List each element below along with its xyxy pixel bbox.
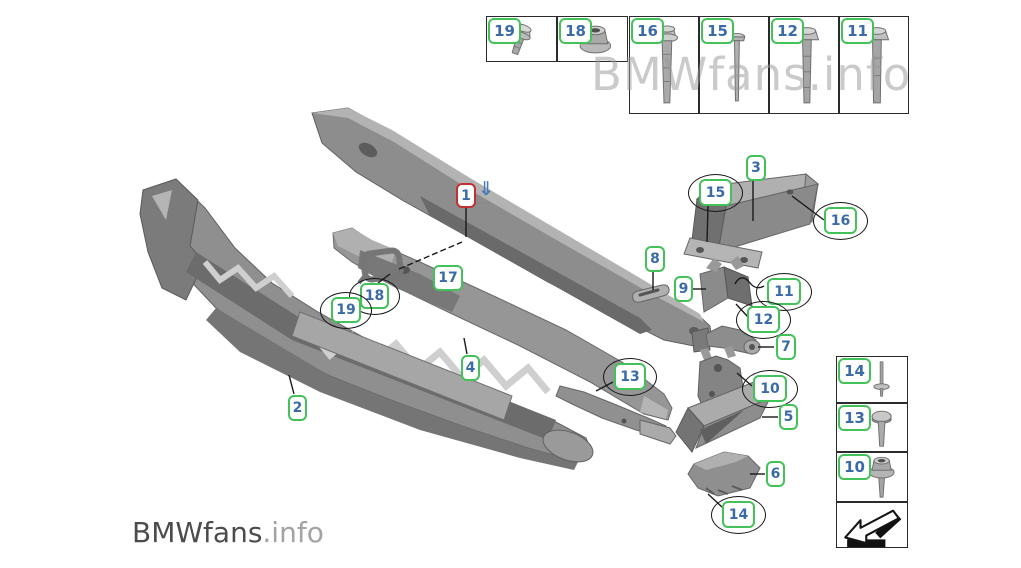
callout-5[interactable]: 5 [779, 404, 798, 430]
callout-15-strip-tag[interactable]: 15 [701, 18, 734, 44]
callout-1[interactable]: 1 [456, 183, 476, 208]
logo-main-text: BMWfans [132, 516, 263, 549]
callout-18-strip-tag[interactable]: 18 [559, 18, 592, 44]
callout-8[interactable]: 8 [645, 246, 665, 272]
callout-10[interactable]: 10 [742, 370, 798, 408]
long-bolt-icon [655, 25, 679, 104]
callout-12-strip-tag[interactable]: 12 [771, 18, 804, 44]
installation-direction-arrow-icon [844, 509, 902, 547]
callout-11[interactable]: 11 [756, 273, 812, 311]
part-8-pin [632, 284, 670, 303]
callout-7[interactable]: 7 [776, 334, 796, 360]
fastener-cell-19[interactable]: 19 [486, 16, 557, 62]
down-double-arrow-icon: ⇓ [478, 178, 494, 200]
callout-circle [603, 358, 657, 396]
fastener-cell-14[interactable]: 14 [836, 356, 908, 403]
callout-16-strip-tag[interactable]: 16 [631, 18, 664, 44]
callout-circle [742, 370, 798, 408]
callout-circle [688, 174, 743, 212]
site-logo[interactable]: BMWfans.info [132, 516, 324, 549]
direction-arrow-cell[interactable] [836, 502, 908, 548]
callout-19[interactable]: 19 [320, 292, 372, 329]
callout-12[interactable]: 12 [736, 301, 791, 339]
logo-suffix-text: .info [262, 516, 324, 549]
callout-6[interactable]: 6 [766, 461, 785, 487]
fastener-cell-11[interactable]: 11 [839, 16, 909, 114]
flange-nut-stud-icon [868, 456, 895, 498]
callout-10-strip-tag[interactable]: 10 [838, 454, 871, 480]
part-2-energy-absorber [139, 178, 594, 470]
callout-13-strip-tag[interactable]: 13 [838, 405, 871, 431]
fastener-cell-10[interactable]: 10 [836, 452, 908, 502]
stud-pin-icon [873, 361, 890, 397]
part-13-bracket [555, 385, 677, 445]
part-9-bracket [699, 256, 753, 313]
round-head-bolt-icon [871, 410, 892, 447]
callout-3[interactable]: 3 [746, 155, 766, 181]
callout-19-strip-tag[interactable]: 19 [488, 18, 521, 44]
callout-4[interactable]: 4 [461, 355, 480, 381]
callout-11-strip-tag[interactable]: 11 [841, 18, 874, 44]
callout-9[interactable]: 9 [674, 276, 693, 302]
callout-17[interactable]: 17 [433, 265, 463, 291]
fastener-cell-18[interactable]: 18 [557, 16, 628, 62]
fastener-cell-16[interactable]: 16 [629, 16, 699, 114]
callout-14[interactable]: 14 [711, 496, 766, 534]
callout-circle [813, 202, 868, 240]
fastener-cell-12[interactable]: 12 [769, 16, 839, 114]
fastener-cell-13[interactable]: 13 [836, 403, 908, 452]
callout-circle [320, 292, 372, 329]
fastener-cell-15[interactable]: 15 [699, 16, 769, 114]
callout-2[interactable]: 2 [288, 395, 307, 421]
callout-13[interactable]: 13 [603, 358, 657, 396]
callout-16[interactable]: 16 [813, 202, 868, 240]
callout-circle [711, 496, 766, 534]
part-6-cover [687, 451, 761, 497]
callout-14-strip-tag[interactable]: 14 [838, 358, 871, 384]
callout-15[interactable]: 15 [688, 174, 743, 212]
callout-circle [736, 301, 791, 339]
